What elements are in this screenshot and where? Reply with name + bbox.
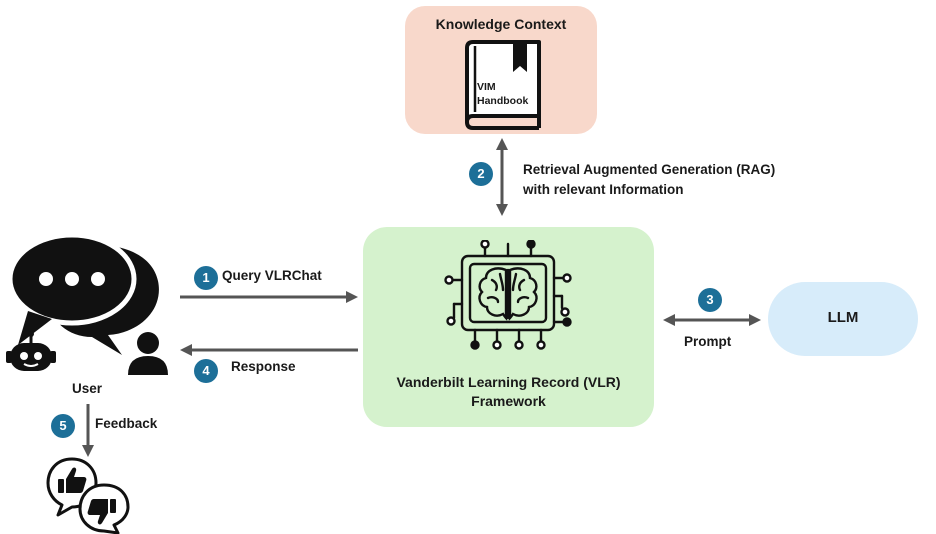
step-badge-4: 4 xyxy=(194,359,218,383)
rag-label-line1: Retrieval Augmented Generation (RAG) xyxy=(523,162,776,177)
llm-box xyxy=(768,282,918,356)
thumbs-feedback-icon xyxy=(46,457,130,534)
vlr-title-line1: Vanderbilt Learning Record (VLR) xyxy=(396,374,621,390)
vlr-framework-title: Vanderbilt Learning Record (VLR) Framewo… xyxy=(363,373,654,411)
robot-icon xyxy=(6,331,56,371)
book-label: VIM Handbook xyxy=(477,80,537,108)
brain-chip-icon xyxy=(444,240,572,350)
response-label: Response xyxy=(231,359,296,374)
rag-label: Retrieval Augmented Generation (RAG) wit… xyxy=(523,160,775,200)
rag-label-line2: with relevant Information xyxy=(523,182,684,197)
knowledge-context-title: Knowledge Context xyxy=(435,16,567,32)
user-chat-icon xyxy=(6,232,168,375)
llm-label: LLM xyxy=(827,309,859,326)
vlr-title-line2: Framework xyxy=(471,393,546,409)
step-badge-1: 1 xyxy=(194,266,218,290)
book-icon xyxy=(465,40,541,130)
query-label: Query VLRChat xyxy=(222,268,322,283)
step-badge-3: 3 xyxy=(698,288,722,312)
book-label-line2: Handbook xyxy=(477,95,529,107)
person-icon xyxy=(128,332,168,375)
prompt-label: Prompt xyxy=(684,334,732,349)
feedback-label: Feedback xyxy=(95,416,158,431)
user-label: User xyxy=(71,381,103,396)
book-label-line1: VIM xyxy=(477,81,496,93)
step-badge-2: 2 xyxy=(469,162,493,186)
step-badge-5: 5 xyxy=(51,414,75,438)
vlr-framework-box xyxy=(363,227,654,427)
